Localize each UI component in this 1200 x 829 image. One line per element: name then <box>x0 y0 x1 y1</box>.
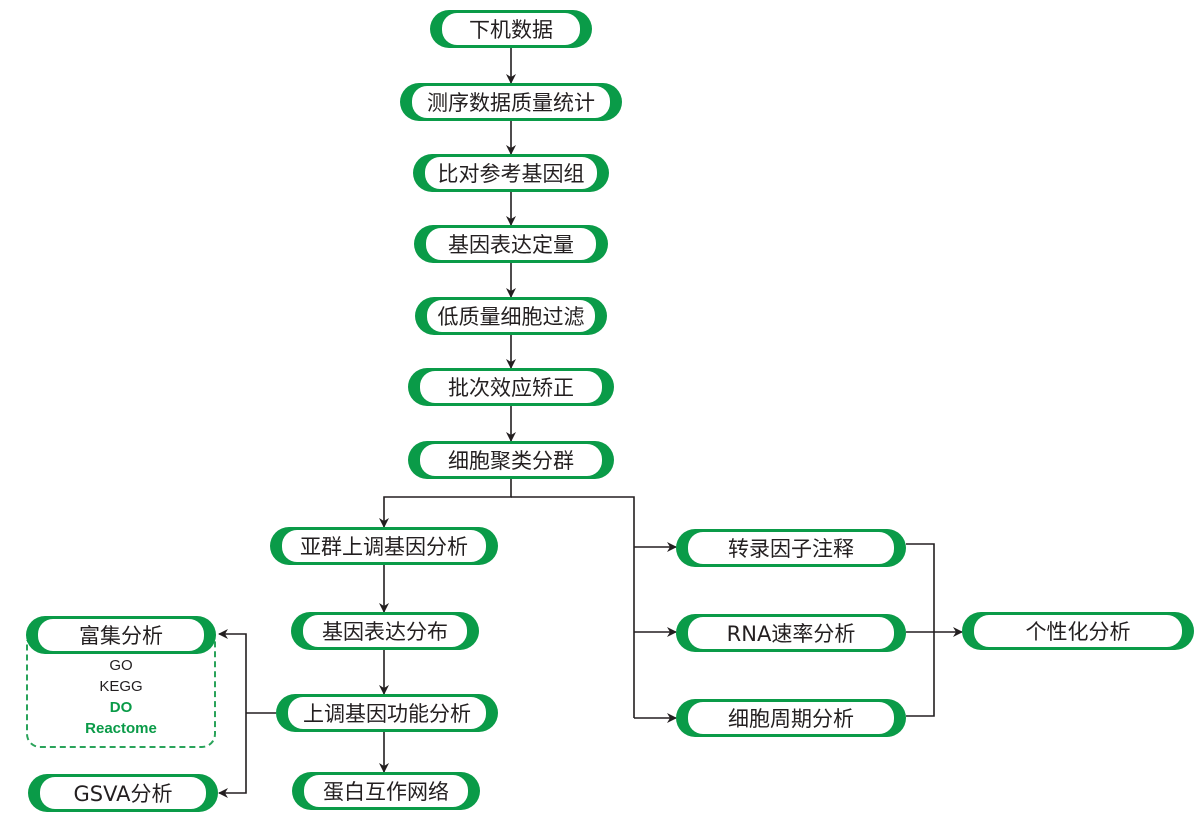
edge-n10-n13 <box>218 713 247 798</box>
node-expression-quantification: 基因表达定量 <box>414 225 608 263</box>
node-label: 亚群上调基因分析 <box>282 530 486 562</box>
enrichment-item-reactome: Reactome <box>85 720 157 737</box>
edge-n7-n8 <box>379 477 512 528</box>
node-label: 基因表达定量 <box>426 228 596 260</box>
enrichment-item-kegg: KEGG <box>99 678 143 695</box>
node-upregulated-function: 上调基因功能分析 <box>276 694 498 732</box>
node-label: 细胞聚类分群 <box>420 444 602 476</box>
node-reference-alignment: 比对参考基因组 <box>413 154 609 192</box>
edge-n10-n12 <box>218 629 247 713</box>
edge-n14-n17 <box>906 543 935 717</box>
node-custom-analysis: 个性化分析 <box>962 612 1194 650</box>
edge-n7-branch <box>511 496 635 718</box>
node-label: 蛋白互作网络 <box>304 775 468 807</box>
node-low-quality-filter: 低质量细胞过滤 <box>415 297 607 335</box>
node-cell-clustering: 细胞聚类分群 <box>408 441 614 479</box>
node-label: 上调基因功能分析 <box>288 697 486 729</box>
node-sequencing-qc: 测序数据质量统计 <box>400 83 622 121</box>
node-label: 转录因子注释 <box>688 532 894 564</box>
node-label: 比对参考基因组 <box>425 157 597 189</box>
node-label: RNA速率分析 <box>688 617 894 649</box>
node-tf-annotation: 转录因子注释 <box>676 529 906 567</box>
enrichment-list: GO KEGG DO Reactome <box>26 655 216 739</box>
node-label: 下机数据 <box>442 13 580 45</box>
node-label: 个性化分析 <box>974 615 1182 647</box>
node-rna-velocity: RNA速率分析 <box>676 614 906 652</box>
enrichment-item-go: GO <box>109 657 133 674</box>
node-raw-data: 下机数据 <box>430 10 592 48</box>
node-label: 基因表达分布 <box>303 615 467 647</box>
node-enrichment: 富集分析 <box>26 616 216 654</box>
node-gsva: GSVA分析 <box>28 774 218 812</box>
node-label: 富集分析 <box>38 619 204 651</box>
node-expression-distribution: 基因表达分布 <box>291 612 479 650</box>
node-cell-cycle: 细胞周期分析 <box>676 699 906 737</box>
enrichment-item-do: DO <box>109 699 133 716</box>
node-subgroup-upregulated: 亚群上调基因分析 <box>270 527 498 565</box>
node-label: GSVA分析 <box>40 777 206 809</box>
node-label: 批次效应矫正 <box>420 371 602 403</box>
node-label: 测序数据质量统计 <box>412 86 610 118</box>
node-ppi-network: 蛋白互作网络 <box>292 772 480 810</box>
enrichment-detail-box <box>26 640 216 748</box>
node-batch-correction: 批次效应矫正 <box>408 368 614 406</box>
node-label: 细胞周期分析 <box>688 702 894 734</box>
node-label: 低质量细胞过滤 <box>427 300 595 332</box>
